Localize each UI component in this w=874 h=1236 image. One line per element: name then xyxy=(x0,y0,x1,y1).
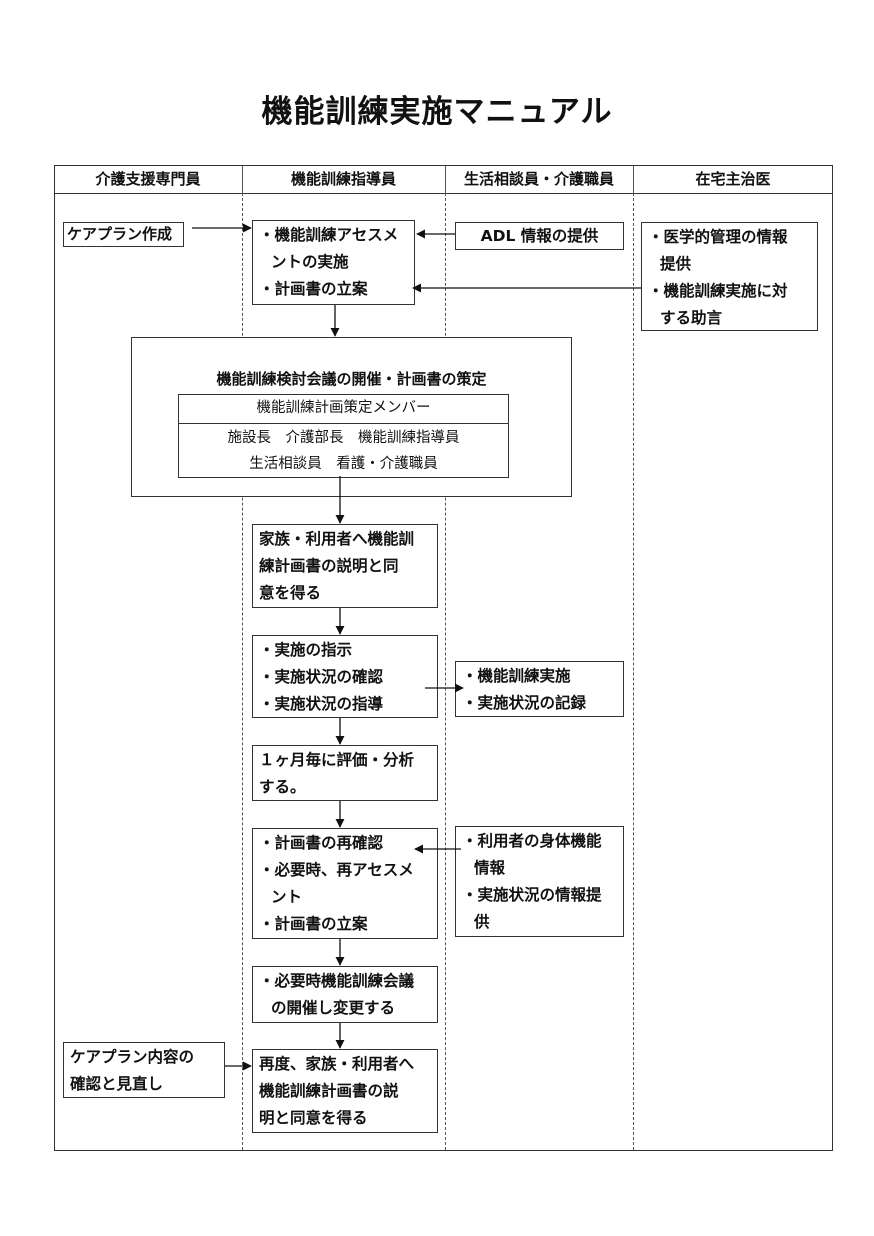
evaluation-box: １ヶ月毎に評価・分析 する。 xyxy=(252,745,438,801)
lane-header-care-manager: 介護支援専門員 xyxy=(95,170,201,188)
lane-divider xyxy=(633,193,634,1150)
box-line: する。 xyxy=(259,778,306,796)
box-line: ントの実施 xyxy=(271,253,349,271)
box-line: する助言 xyxy=(660,309,723,327)
box-line: 提供 xyxy=(660,255,692,273)
box-line: 明と同意を得る xyxy=(259,1109,368,1127)
box-line: 練計画書の説明と同 xyxy=(259,557,399,575)
box-line: ・必要時機能訓練会議 xyxy=(259,972,415,990)
box-line: ・計画書の立案 xyxy=(259,280,368,298)
explain-consent-box: 家族・利用者へ機能訓 練計画書の説明と同 意を得る xyxy=(252,524,438,608)
swimlane-frame xyxy=(54,165,833,1151)
box-line: 機能訓練計画書の説 xyxy=(259,1082,399,1100)
box-line: 供 xyxy=(474,913,490,931)
box-line: 情報 xyxy=(474,859,506,877)
box-line: ADL 情報の提供 xyxy=(480,227,599,245)
planning-meeting-box: 機能訓練検討会議の開催・計画書の策定 機能訓練計画策定メンバー 施設長 介護部長… xyxy=(131,337,572,497)
reconfirm-box: ・計画書の再確認 ・必要時、再アセスメ ント ・計画書の立案 xyxy=(252,828,438,939)
box-line: ・計画書の立案 xyxy=(259,915,368,933)
member-row: 施設長 介護部長 機能訓練指導員 xyxy=(227,430,460,446)
care-plan-review-box: ケアプラン内容の 確認と見直し xyxy=(63,1042,225,1098)
lane-header-doctor: 在宅主治医 xyxy=(695,170,771,188)
meeting-title: 機能訓練検討会議の開催・計画書の策定 xyxy=(216,370,487,388)
box-line: ・機能訓練実施に対 xyxy=(648,282,788,300)
change-meeting-box: ・必要時機能訓練会議 の開催し変更する xyxy=(252,966,438,1023)
header-divider xyxy=(54,193,833,194)
body-info-box: ・利用者の身体機能 情報 ・実施状況の情報提 供 xyxy=(455,826,624,937)
box-line: ケアプラン内容の xyxy=(70,1048,195,1066)
box-line: ・医学的管理の情報 xyxy=(648,228,788,246)
box-line: ・機能訓練アセスメ xyxy=(259,226,399,244)
header-separator xyxy=(242,166,243,193)
box-line: 家族・利用者へ機能訓 xyxy=(259,530,415,548)
box-line: ・実施状況の指導 xyxy=(259,695,384,713)
lane-header-trainer: 機能訓練指導員 xyxy=(290,170,396,188)
box-line: ・機能訓練実施 xyxy=(462,667,571,685)
box-line: ・実施状況の記録 xyxy=(462,694,587,712)
box-line: 再度、家族・利用者へ xyxy=(259,1055,415,1073)
member-header: 機能訓練計画策定メンバー xyxy=(179,395,508,424)
assessment-box: ・機能訓練アセスメ ントの実施 ・計画書の立案 xyxy=(252,220,415,305)
box-line: ケアプラン作成 xyxy=(67,225,173,243)
box-line: ・必要時、再アセスメ xyxy=(259,861,414,879)
member-table: 機能訓練計画策定メンバー 施設長 介護部長 機能訓練指導員 生活相談員 看護・介… xyxy=(178,394,509,478)
header-separator xyxy=(633,166,634,193)
box-line: の開催し変更する xyxy=(271,999,396,1017)
box-line: ・計画書の再確認 xyxy=(259,834,384,852)
box-line: 確認と見直し xyxy=(70,1075,164,1093)
box-line: 意を得る xyxy=(259,584,322,602)
doctor-advice-box: ・医学的管理の情報 提供 ・機能訓練実施に対 する助言 xyxy=(641,222,818,331)
member-row: 生活相談員 看護・介護職員 xyxy=(249,456,438,472)
box-line: １ヶ月毎に評価・分析 xyxy=(259,751,415,769)
record-box: ・機能訓練実施 ・実施状況の記録 xyxy=(455,661,624,717)
lane-divider xyxy=(445,193,446,1150)
box-line: ント xyxy=(271,888,303,906)
header-separator xyxy=(445,166,446,193)
page-title: 機能訓練実施マニュアル xyxy=(261,94,613,130)
re-explain-box: 再度、家族・利用者へ 機能訓練計画書の説 明と同意を得る xyxy=(252,1049,438,1133)
instruction-box: ・実施の指示 ・実施状況の確認 ・実施状況の指導 xyxy=(252,635,438,718)
lane-divider xyxy=(242,193,243,1150)
adl-info-box: ADL 情報の提供 xyxy=(455,222,624,250)
box-line: ・利用者の身体機能 xyxy=(462,832,602,850)
box-line: ・実施状況の情報提 xyxy=(462,886,602,904)
box-line: ・実施状況の確認 xyxy=(259,668,384,686)
care-plan-box: ケアプラン作成 xyxy=(63,222,184,247)
lane-header-counselor: 生活相談員・介護職員 xyxy=(463,170,614,188)
box-line: ・実施の指示 xyxy=(259,641,353,659)
